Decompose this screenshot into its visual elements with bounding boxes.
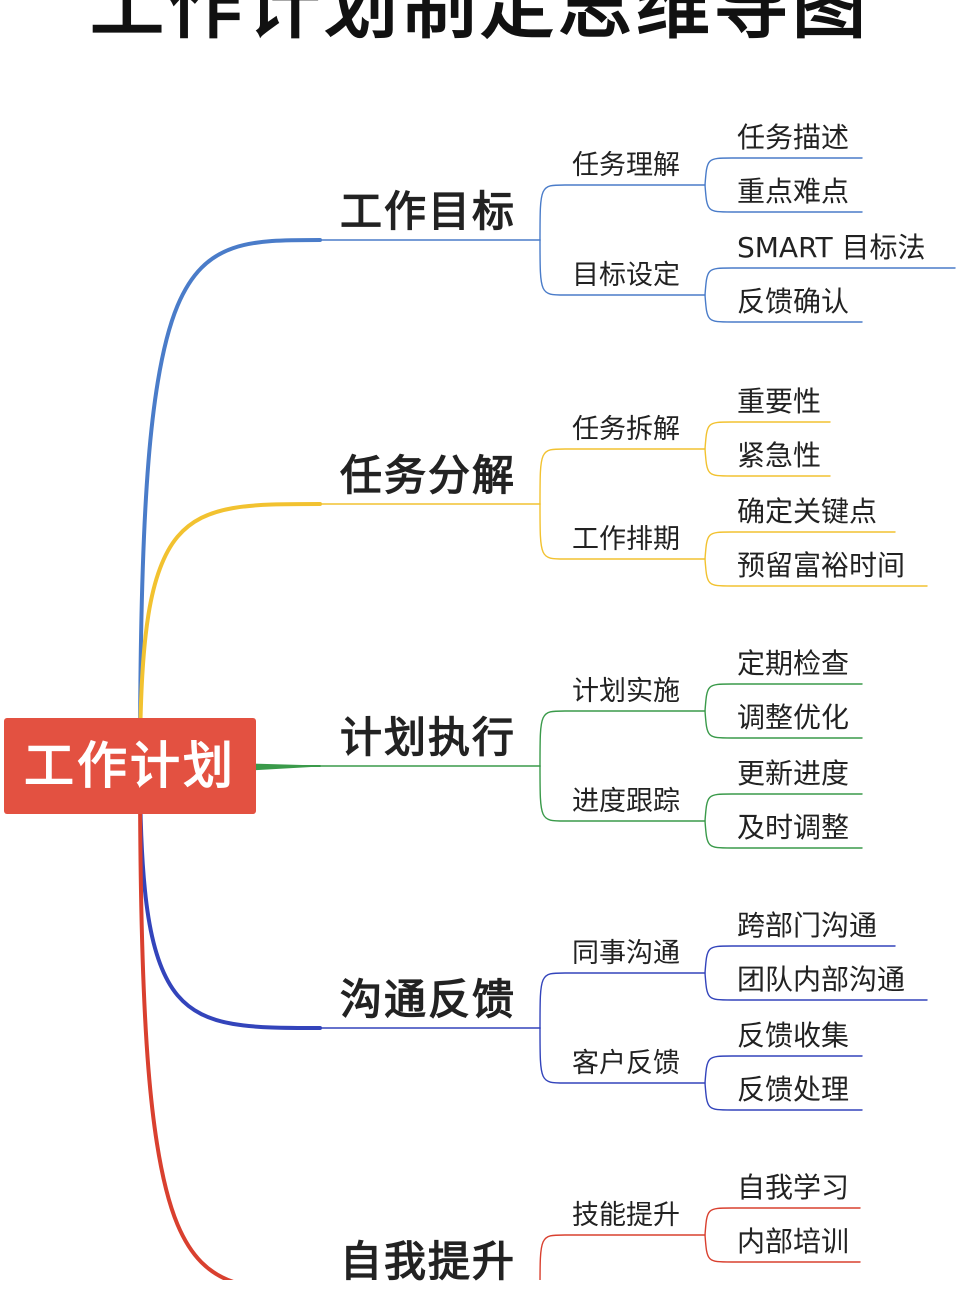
leaf-connector (704, 793, 863, 822)
branch-label: 任务分解 (340, 451, 517, 500)
leaf-label: 自我学习 (737, 1171, 850, 1204)
leaf-label: 重点难点 (737, 175, 850, 208)
root-to-branch-connector (138, 502, 322, 768)
leaf-connector (704, 531, 896, 560)
leaf-connector (704, 558, 928, 587)
branch-label: 自我提升 (340, 1237, 517, 1286)
subbranch-label: 任务理解 (572, 150, 680, 181)
leaf-connector (704, 294, 863, 323)
leaf-label: SMART 目标法 (737, 231, 926, 264)
subbranch-label: 技能提升 (572, 1200, 680, 1231)
leaf-label: 任务描述 (737, 121, 850, 154)
leaf-label: 反馈处理 (737, 1073, 850, 1106)
leaf-label: 紧急性 (737, 439, 822, 472)
leaf-connector (704, 945, 896, 974)
leaf-label: 重要性 (737, 385, 822, 418)
leaf-connector (704, 1082, 863, 1111)
leaf-connector (704, 1055, 863, 1084)
leaf-connector (704, 421, 831, 450)
leaf-label: 预留富裕时间 (737, 549, 906, 582)
subbranch-label: 工作排期 (572, 524, 680, 555)
subbranch-connector (539, 710, 706, 767)
leaf-connector (704, 157, 863, 186)
leaf-label: 反馈收集 (737, 1019, 850, 1052)
subbranch-label: 客户反馈 (572, 1048, 680, 1079)
leaf-label: 跨部门沟通 (737, 909, 878, 942)
page-title: 工作计划制定思维导图 (90, 0, 870, 49)
subbranch-connector (539, 503, 706, 560)
leaf-label: 确定关键点 (737, 495, 878, 528)
leaf-connector (704, 267, 956, 296)
leaf-label: 调整优化 (737, 701, 850, 734)
subbranch-connector (539, 448, 706, 505)
leaf-connector (704, 710, 863, 739)
subbranch-connector (539, 1027, 706, 1084)
branch-label: 沟通反馈 (340, 975, 517, 1024)
leaf-label: 内部培训 (737, 1225, 850, 1258)
branch-label: 计划执行 (340, 713, 517, 762)
root-to-branch-connector (138, 764, 235, 1280)
leaf-connector (704, 972, 928, 1001)
subbranch-connector (539, 972, 706, 1029)
subbranch-label: 同事沟通 (572, 938, 680, 969)
root-node: 工作计划 (4, 718, 256, 814)
subbranch-connector (539, 765, 706, 822)
root-to-branch-connector (138, 238, 322, 768)
subbranch-connector (539, 239, 706, 296)
leaf-label: 及时调整 (737, 811, 850, 844)
subbranch-connector (539, 1234, 706, 1280)
subbranch-label: 目标设定 (572, 260, 680, 291)
subbranch-label: 计划实施 (572, 676, 680, 707)
leaf-connector (704, 820, 863, 849)
leaf-connector (704, 184, 863, 213)
leaf-connector (704, 448, 831, 477)
leaf-label: 更新进度 (737, 757, 850, 790)
leaf-connector (704, 1207, 861, 1236)
subbranch-connector (539, 184, 706, 241)
leaf-connector (704, 683, 863, 712)
branch-label: 工作目标 (340, 187, 517, 236)
leaf-label: 团队内部沟通 (737, 963, 906, 996)
leaf-label: 定期检查 (737, 647, 850, 680)
subbranch-label: 任务拆解 (572, 414, 680, 445)
root-node-label: 工作计划 (24, 737, 236, 795)
subbranch-label: 进度跟踪 (572, 786, 680, 817)
leaf-connector (704, 1234, 861, 1263)
leaf-label: 反馈确认 (737, 285, 850, 318)
